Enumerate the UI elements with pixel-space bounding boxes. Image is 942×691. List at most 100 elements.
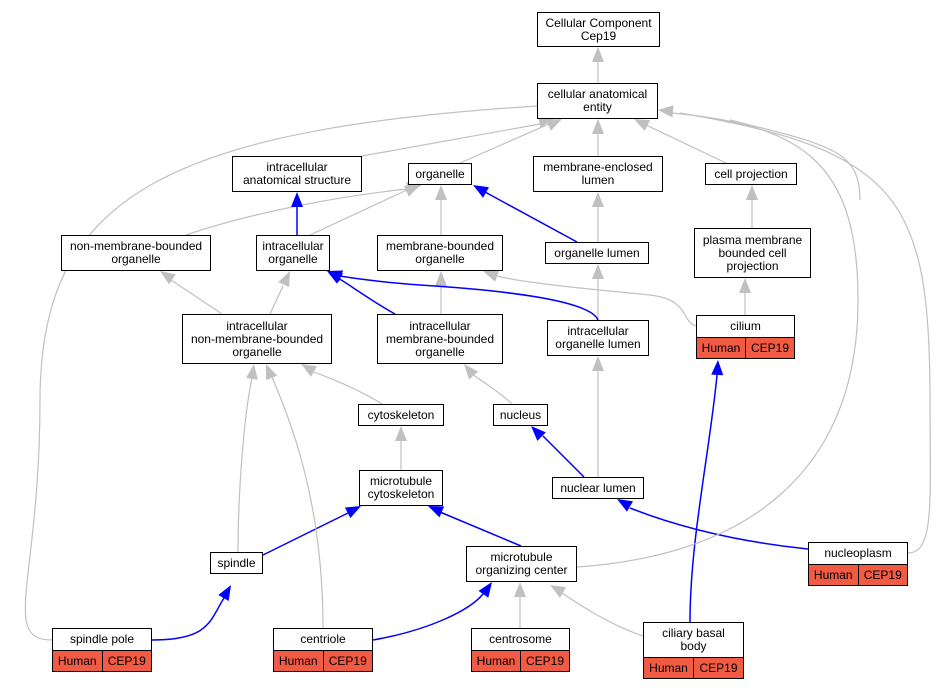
- edge-spi-mtc-arrowhead: [344, 506, 361, 519]
- edge-ol-mel-arrowhead: [592, 192, 604, 207]
- edge-mel-cae-arrowhead: [592, 119, 604, 134]
- human-tag: Human: [273, 650, 324, 672]
- gene-tag: CEP19: [521, 650, 570, 672]
- edge-moc-cae-arrowhead: [658, 105, 674, 118]
- edge-spi-inmbo-arrowhead: [245, 364, 258, 380]
- edge-pmbcp-cp-arrowhead: [746, 185, 758, 200]
- edge-nuc-imbo-arrowhead: [464, 364, 479, 380]
- node-cilium[interactable]: cilium: [696, 315, 795, 338]
- edge-imbo-mbo-arrowhead: [435, 271, 447, 286]
- human-tag: Human: [52, 650, 103, 672]
- edge-moc-mtc: [439, 511, 522, 547]
- edge-spi-inmbo: [237, 377, 253, 553]
- nucleoplasm-tags: Human CEP19: [808, 564, 908, 586]
- edge-cbb-moc: [561, 592, 644, 637]
- edge-io-org: [309, 189, 408, 236]
- edge-nuc-imbo: [471, 373, 513, 405]
- edge-sp-spi: [151, 597, 225, 641]
- edge-cyto-inmbo: [313, 371, 383, 405]
- human-tag: Human: [643, 657, 694, 679]
- edge-cbb-moc-arrowhead: [550, 585, 566, 598]
- gene-tag: CEP19: [694, 657, 744, 679]
- edge-cbb-cil-arrowhead: [711, 360, 724, 376]
- edge-moc-mtc-arrowhead: [428, 506, 445, 518]
- node-centriole[interactable]: centriole: [273, 628, 373, 651]
- node-nucleus[interactable]: nucleus: [493, 404, 548, 426]
- edge-ol-org: [484, 191, 578, 243]
- edge-cil-mbo: [496, 275, 697, 327]
- edge-sp-spi-arrowhead: [218, 585, 231, 601]
- edge-np-nl-arrowhead: [617, 499, 633, 512]
- node-nuclear-lumen[interactable]: nuclear lumen: [552, 477, 644, 499]
- edge-iol-io-arrowhead: [327, 270, 344, 282]
- edge-sp-cae: [24, 105, 538, 641]
- gene-tag: CEP19: [323, 650, 373, 672]
- edge-cen-inmbo-arrowhead: [266, 364, 278, 381]
- node-cytoskeleton[interactable]: cytoskeleton: [358, 404, 444, 426]
- centriole-tags: Human CEP19: [273, 650, 373, 672]
- edge-cil-cae: [729, 119, 861, 201]
- human-tag: Human: [471, 650, 521, 672]
- human-tag: Human: [696, 337, 746, 359]
- edge-io-org-arrowhead: [403, 185, 420, 197]
- edge-mbo-org-arrowhead: [435, 185, 447, 200]
- node-spindle-pole[interactable]: spindle pole: [52, 628, 152, 651]
- edge-np-cae: [679, 112, 931, 554]
- edge-cen-moc: [372, 593, 484, 641]
- edge-inmbo-io: [269, 285, 284, 315]
- edge-ias-cae: [361, 123, 541, 157]
- edge-cp-cae-arrowhead: [634, 119, 651, 131]
- edge-moc-cae: [576, 112, 859, 568]
- edge-inmbo-nmbo: [170, 279, 223, 315]
- node-organelle-lumen[interactable]: organelle lumen: [545, 242, 649, 264]
- edge-inmbo-nmbo-arrowhead: [160, 271, 176, 285]
- edge-cs-moc-arrowhead: [514, 582, 526, 597]
- edge-org-cae-arrowhead: [545, 119, 562, 131]
- node-centrosome[interactable]: centrosome: [471, 628, 570, 651]
- spindle-pole-tags: Human CEP19: [52, 650, 152, 672]
- edge-imbo-io: [337, 277, 396, 315]
- node-spindle[interactable]: spindle: [210, 552, 263, 574]
- centrosome-tags: Human CEP19: [471, 650, 570, 672]
- gene-tag: CEP19: [858, 564, 908, 586]
- edge-cae-root-arrowhead: [592, 47, 604, 62]
- edge-iol-ol-arrowhead: [592, 264, 604, 279]
- edge-spi-mtc: [262, 512, 349, 556]
- gene-tag: CEP19: [102, 650, 152, 672]
- edge-cyto-inmbo-arrowhead: [301, 364, 317, 377]
- edge-cbb-cil: [689, 374, 718, 623]
- edge-iol-io: [339, 275, 599, 321]
- node-organelle[interactable]: organelle: [408, 163, 472, 185]
- human-tag: Human: [808, 564, 859, 586]
- node-cell-projection[interactable]: cell projection: [705, 163, 797, 185]
- edge-org-cae: [459, 123, 550, 164]
- edge-nl-iol-arrowhead: [592, 356, 604, 371]
- edge-io-ias-arrowhead: [291, 192, 303, 207]
- edge-ol-org-arrowhead: [473, 185, 489, 198]
- edge-np-nl: [629, 507, 809, 550]
- edge-nl-nuc-arrowhead: [531, 426, 546, 441]
- edge-cen-inmbo: [271, 376, 324, 629]
- edge-cen-moc-arrowhead: [478, 582, 492, 598]
- edge-cil-pmbcp-arrowhead: [739, 278, 751, 293]
- node-nucleoplasm[interactable]: nucleoplasm: [808, 542, 908, 565]
- gene-tag: CEP19: [746, 337, 795, 359]
- ciliary-basal-body-tags: Human CEP19: [643, 657, 744, 679]
- edge-cil-mbo-arrowhead: [483, 270, 500, 282]
